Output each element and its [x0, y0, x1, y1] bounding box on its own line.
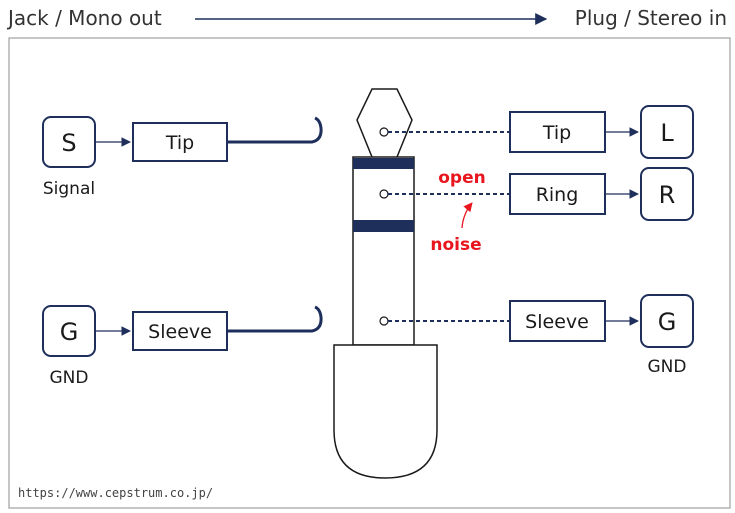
right-node-label: R	[659, 181, 676, 209]
plug-ground-node-label: G	[658, 308, 677, 336]
jack-sleeve-box	[132, 311, 228, 351]
plug-sleeve-label: Sleeve	[525, 311, 589, 333]
header-right-title: Plug / Stereo in	[574, 6, 727, 30]
header-left-title: Jack / Mono out	[8, 6, 162, 30]
plug-ring-box	[509, 173, 606, 215]
jack-ground-node-label: G	[60, 318, 79, 346]
plug-ground-node	[640, 294, 694, 348]
stereo-plug	[333, 88, 438, 479]
jack-sleeve-label: Sleeve	[148, 321, 212, 343]
plug-ring-label: Ring	[536, 184, 579, 206]
left-node	[640, 105, 694, 159]
plug-sleeve-box	[509, 300, 606, 342]
open-annotation: open	[438, 168, 485, 188]
noise-annotation: noise	[430, 235, 481, 255]
noise-arrow	[461, 202, 473, 229]
signal-caption: Signal	[43, 179, 95, 199]
diagram-frame	[8, 37, 731, 509]
signal-node-label: S	[61, 129, 76, 157]
jack-tip-label: Tip	[165, 132, 194, 154]
right-node	[640, 167, 694, 221]
left-node-label: L	[660, 119, 674, 147]
jack-tip-wire	[227, 116, 323, 144]
jack-ground-caption: GND	[50, 368, 89, 388]
plug-ground-caption: GND	[648, 357, 687, 377]
jack-tip-box	[132, 122, 228, 162]
jack-sleeve-wire	[227, 305, 323, 333]
plug-tip-label: Tip	[542, 122, 571, 144]
footer-url: https://www.cepstrum.co.jp/	[18, 486, 213, 500]
plug-tip-box	[509, 111, 606, 153]
